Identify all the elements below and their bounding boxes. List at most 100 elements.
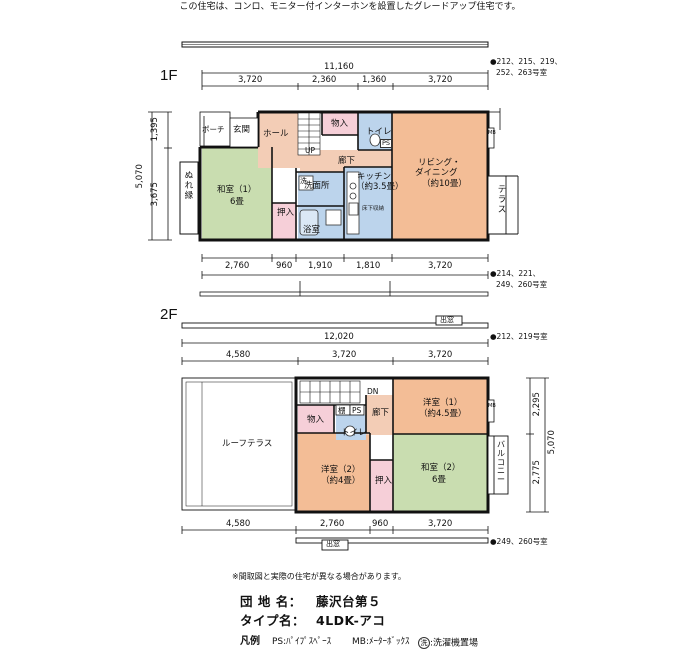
f2-right-dim-1: 2,295 (531, 392, 542, 417)
floor-2-label: 2F (160, 306, 178, 323)
f1-terrace: テラス (497, 185, 507, 215)
f2-bay-window-top: 出窓 (440, 316, 454, 324)
f2-balcony (487, 435, 509, 495)
f2-storage-fill (298, 405, 334, 433)
f1-bottom-dim-4: 1,810 (356, 261, 381, 271)
f1-fixtures (298, 133, 381, 236)
f1-oshiire-fill (272, 203, 296, 239)
f1-living-name2: ダイニング (415, 168, 458, 178)
f2-oshiire-fill (370, 460, 393, 511)
f1-bottom-dimension-lines (201, 254, 489, 279)
type-label: タイプ名： (240, 613, 306, 628)
f2-top-eave (181, 315, 489, 329)
f2-youshitsu2-name: 洋室（2） (321, 465, 361, 475)
f2-dn: DN (367, 387, 379, 396)
f1-eave-band (181, 41, 489, 48)
f1-washitsu-size: 6畳 (230, 197, 244, 207)
f2-bay-window-bottom: 出窓 (326, 540, 340, 548)
complex-label: 団 地 名： (240, 594, 302, 609)
f1-top-dimension-lines (201, 70, 489, 90)
f2-tana-ps (335, 404, 365, 416)
f1-left-dim-1: 1,395 (149, 117, 160, 142)
f1-room-numbers-top-1: ●212、215、219、 (490, 57, 562, 66)
disclaimer: ※間取図と実際の住宅が異なる場合があります。 (232, 572, 406, 581)
f2-tana: 棚 (338, 406, 346, 415)
f1-room-numbers-bottom-2: 249、260号室 (496, 280, 548, 289)
f2-balcony-label: バルコニー (497, 440, 505, 485)
f1-room-numbers-top-2: 252、263号室 (496, 68, 548, 77)
f2-oshiire: 押入 (375, 476, 393, 486)
f1-left-dim-2: 5,070 (134, 164, 145, 189)
f2-bottom-dim-1: 4,580 (226, 519, 251, 529)
f1-terrace (487, 175, 519, 235)
f1-living-name: リビング・ (418, 158, 461, 168)
f1-bottom-dim-1: 2,760 (225, 261, 250, 271)
f2-right-dim-2: 5,070 (546, 430, 557, 455)
legend-washer: 洗:洗濯機置場 (418, 637, 478, 649)
f2-top-dim-2: 3,720 (332, 350, 357, 360)
f1-bath: 浴室 (303, 225, 321, 235)
f1-top-dim-1: 3,720 (238, 75, 263, 85)
floor-1-label: 1F (160, 67, 178, 84)
f2-bottom-dim-4: 3,720 (428, 519, 453, 529)
f1-bottom-dim-2: 960 (276, 261, 293, 271)
f1-washer: 洗 (300, 177, 307, 185)
f2-youshitsu2-fill (298, 433, 370, 511)
f2-roof-terrace-label: ルーフテラス (222, 439, 273, 449)
f1-toilet: トイレ (366, 127, 392, 137)
f1-up: UP (305, 146, 316, 155)
f2-corridor: 廊下 (372, 408, 390, 418)
f2-mb-box (487, 399, 495, 423)
f1-stair (297, 112, 321, 156)
legend-ps: PS:ﾊﾟｲﾌﾟｽﾍﾟｰｽ (272, 637, 332, 647)
f1-room-numbers-bottom-1: ●214、221、 (490, 269, 541, 278)
f1-left-dim-3: 3,675 (149, 182, 160, 207)
f2-youshitsu2-size: （約4畳） (321, 476, 361, 486)
legend-label: 凡例 (240, 636, 260, 647)
f1-storage: 物入 (331, 119, 349, 129)
f1-porch-entrance (199, 111, 259, 148)
f1-top-dim-2: 2,360 (312, 75, 337, 85)
f2-youshitsu1-name: 洋室（1） (423, 398, 463, 408)
f2-washitsu2-name: 和室（2） (421, 463, 461, 473)
f1-left-dimension-lines (148, 111, 172, 241)
f2-corridor-fill (366, 395, 393, 435)
f2-bottom-dim-2: 2,760 (320, 519, 345, 529)
f1-washroom: 洗面所 (304, 181, 330, 191)
f1-corridor: 廊下 (338, 156, 356, 166)
f2-overall-width: 12,020 (324, 332, 354, 342)
complex-value: 藤沢台第５ (316, 594, 382, 609)
f1-right-details (487, 108, 501, 149)
f1-bottom-eave (199, 281, 489, 297)
f1-living-fill (392, 113, 487, 239)
f1-mb: MB (488, 130, 496, 136)
f2-roof-terrace (181, 377, 297, 511)
washer-icon: 洗 (418, 637, 430, 649)
f1-top-dim-3: 1,360 (362, 75, 387, 85)
f1-washitsu-name: 和室（1） (217, 185, 257, 195)
legend-mb: MB:ﾒｰﾀｰﾎﾞｯｸｽ (352, 637, 410, 647)
f2-mb: MB (488, 403, 496, 409)
legend-washer-text: :洗濯機置場 (430, 638, 479, 649)
f2-toilet-bowl (344, 425, 356, 437)
f1-bottom-dim-5: 3,720 (428, 261, 453, 271)
f1-living-size: （約10畳） (422, 179, 467, 189)
f2-room-numbers-top: ●212、219号室 (490, 332, 548, 341)
f1-ps: PS (380, 139, 393, 148)
f2-bottom-dimension-lines (181, 526, 489, 534)
f2-storage: 物入 (307, 415, 325, 425)
f2-youshitsu1-fill (393, 379, 488, 434)
f1-oshiire: 押入 (277, 208, 295, 218)
header-note: この住宅は、コンロ、モニター付インターホンを設置したグレードアップ住宅です。 (179, 2, 521, 12)
f1-nureen (179, 161, 199, 235)
f2-stair (299, 380, 361, 404)
f2-bottom-dim-3: 960 (372, 519, 389, 529)
f1-storage-fill (322, 113, 358, 135)
type-value: 4LDK-アコ (316, 613, 386, 628)
f2-top-dimension-lines (181, 339, 489, 365)
f1-porch: ポーチ (202, 125, 225, 134)
f2-ps: PS (352, 406, 362, 415)
f1-overall-width: 11,160 (324, 62, 354, 72)
f2-right-dim-3: 2,775 (531, 460, 542, 485)
